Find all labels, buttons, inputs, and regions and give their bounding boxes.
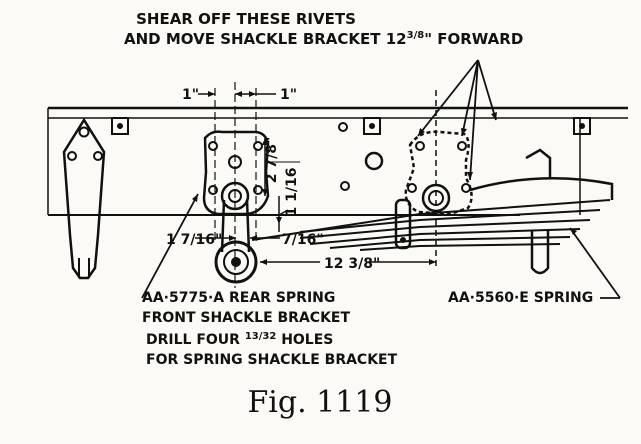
dim-right-inch: 1": [280, 87, 297, 103]
dim-left-inch: 1": [182, 87, 199, 103]
dimension-lines: [195, 91, 436, 265]
frame-rail: [47, 106, 628, 216]
bracket-name-label: FRONT SHACKLE BRACKET: [142, 310, 350, 326]
front-shackle-bracket: [202, 130, 270, 216]
rivet-callout-line1: SHEAR OFF THESE RIVETS: [136, 10, 356, 28]
drill-instruction-line1: DRILL FOUR 13/32 HOLES: [146, 331, 333, 348]
rivet-callout-line2: AND MOVE SHACKLE BRACKET 123/8" FORWARD: [124, 30, 523, 48]
bracket-part-label: AA·5775·A REAR SPRING: [142, 290, 335, 306]
drill-instruction-line2: FOR SPRING SHACKLE BRACKET: [146, 352, 398, 368]
left-hanger-bracket: [62, 117, 106, 280]
new-bracket-position: [404, 90, 473, 270]
dim-1-7-16-b: 7/16": [282, 232, 324, 248]
shackle-link: [214, 199, 258, 284]
leader-arrows: [141, 59, 621, 299]
centerlines: [214, 82, 257, 288]
dim-12-3-8: 12 3/8": [324, 256, 380, 272]
spring-part-label: AA·5560·E SPRING: [448, 290, 593, 306]
figure-caption: Fig. 1119: [247, 385, 392, 420]
dim-1-1-16: 1 1/16: [284, 168, 300, 217]
leaf-spring: [251, 148, 614, 275]
dim-2-7-8: 2 7/8": [264, 137, 280, 184]
dim-1-7-16-a: 1 7/16": [166, 232, 222, 248]
